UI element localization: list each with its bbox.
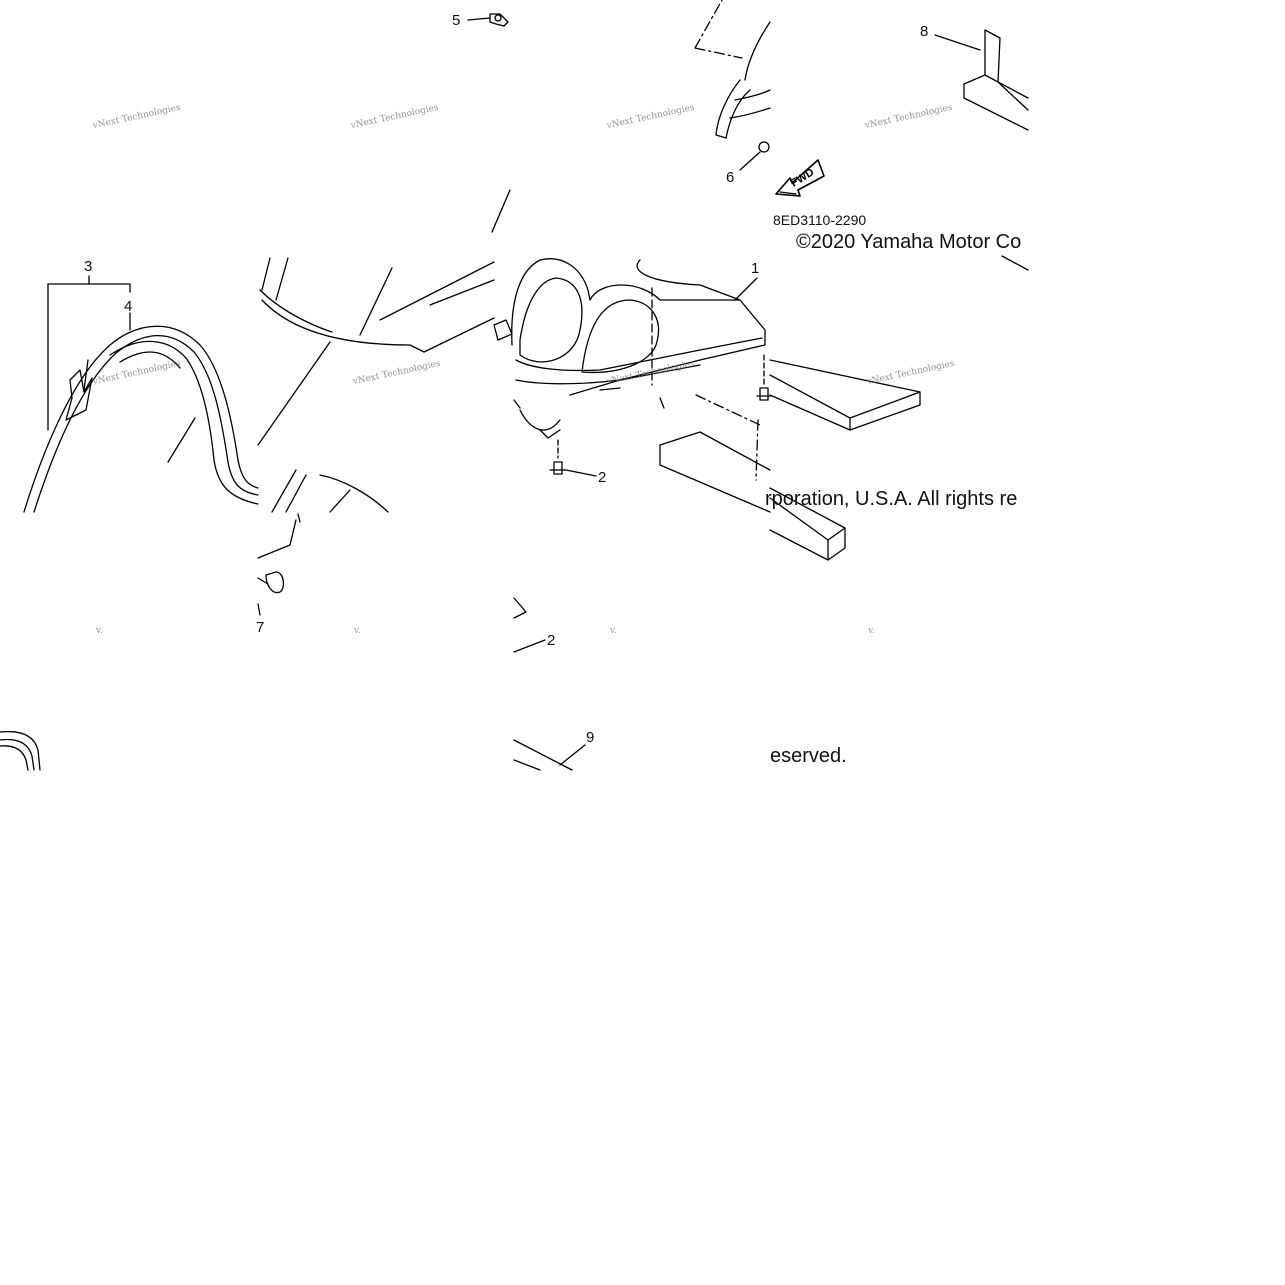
- seat-cowl-part-1: [511, 258, 766, 481]
- fwd-arrow-icon: [775, 159, 825, 197]
- callout-5: 5: [452, 12, 461, 29]
- screw-part-2: [513, 387, 772, 653]
- foam-block-part-9: [513, 359, 921, 771]
- watermark-fragment: v.: [868, 626, 875, 636]
- copyright-line-3: eserved.: [770, 745, 847, 767]
- drawing-code: 8ED3110-2290: [773, 212, 867, 228]
- bar-part-8: [934, 29, 1029, 271]
- callout-3: 3: [84, 258, 93, 275]
- windshield-trim-part-4: [23, 325, 259, 513]
- copyright-line-2: rporation, U.S.A. All rights re: [765, 488, 1018, 510]
- trim-fragment: [0, 730, 41, 771]
- callout-2-lower: 2: [547, 632, 556, 649]
- callout-2: 2: [598, 469, 607, 486]
- callout-1: 1: [751, 260, 760, 277]
- cowl-panel: [257, 189, 513, 446]
- bolt-part-5: [467, 13, 509, 27]
- watermark-fragment: v.: [610, 626, 617, 636]
- copyright-line-1: ©2020 Yamaha Motor Co: [796, 231, 1022, 253]
- windshield-bracket-part-6: [694, 0, 771, 171]
- watermark-fragment: v.: [96, 626, 103, 636]
- clip-part-7: [257, 469, 389, 616]
- callout-6: 6: [726, 169, 735, 186]
- watermark-fragment: v.: [354, 626, 361, 636]
- trim-bracket-3: [47, 275, 131, 431]
- callout-9: 9: [586, 729, 595, 746]
- callout-7: 7: [256, 619, 265, 636]
- callout-8: 8: [920, 23, 929, 40]
- callout-4: 4: [124, 298, 133, 315]
